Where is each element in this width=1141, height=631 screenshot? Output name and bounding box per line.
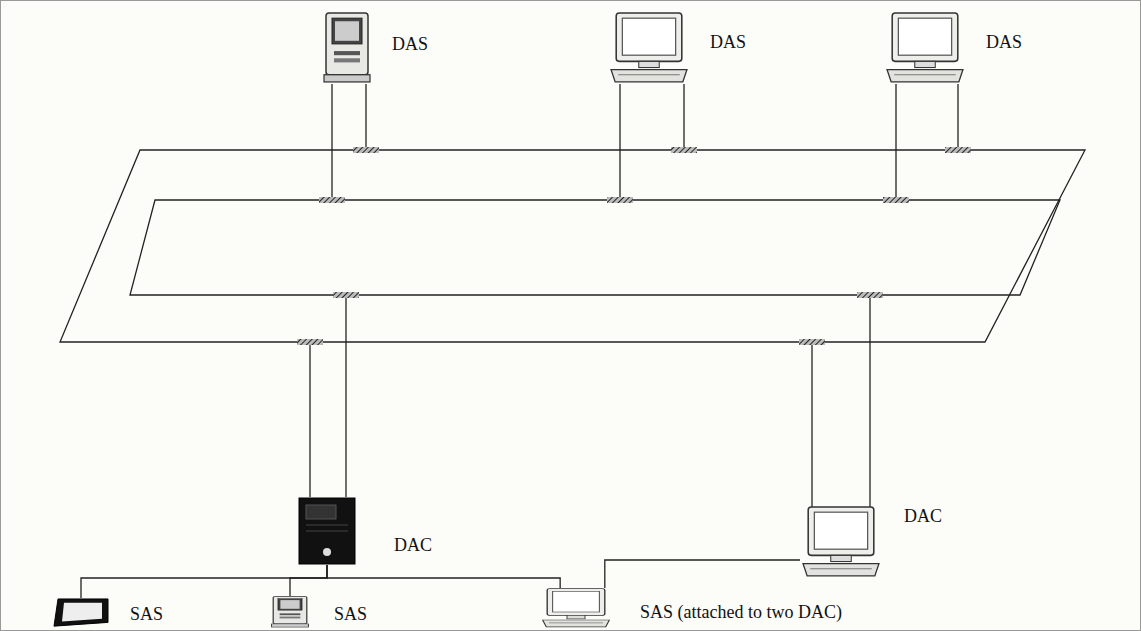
station-legs: [310, 84, 958, 520]
computer-icon: [540, 588, 612, 628]
outer-ring: [60, 150, 1085, 342]
single-attachment-station: SAS: [52, 598, 163, 628]
computer-icon: [884, 12, 966, 84]
cable-connector: [81, 565, 327, 598]
station-label: DAS: [986, 32, 1022, 53]
dual-attachment-station: DAS: [884, 12, 1022, 84]
computer-icon: [52, 598, 110, 628]
dual-attachment-station: DAS: [322, 12, 428, 84]
station-label: SAS: [130, 604, 163, 625]
single-attachment-station: SAS (attached to two DAC): [540, 588, 842, 628]
connector-marks: [297, 147, 971, 345]
dual-attachment-station: DAS: [608, 12, 746, 84]
dual-attachment-concentrator: DAC: [800, 506, 942, 578]
cable-connector: [327, 565, 560, 588]
station-label: DAS: [392, 34, 428, 55]
computer-icon: [608, 12, 690, 84]
single-attachment-station: SAS: [270, 596, 367, 628]
station-label: DAC: [394, 535, 432, 556]
cable-connector: [290, 565, 327, 596]
computer-icon: [298, 497, 356, 565]
cable-connector: [605, 560, 800, 588]
station-label: DAS: [710, 32, 746, 53]
computer-icon: [322, 12, 372, 84]
computer-icon: [270, 596, 310, 628]
station-label: SAS (attached to two DAC): [640, 602, 842, 623]
dual-attachment-concentrator: DAC: [298, 497, 432, 565]
station-label: SAS: [334, 604, 367, 625]
station-label: DAC: [904, 506, 942, 527]
computer-icon: [800, 506, 882, 578]
inner-ring: [130, 200, 1060, 295]
